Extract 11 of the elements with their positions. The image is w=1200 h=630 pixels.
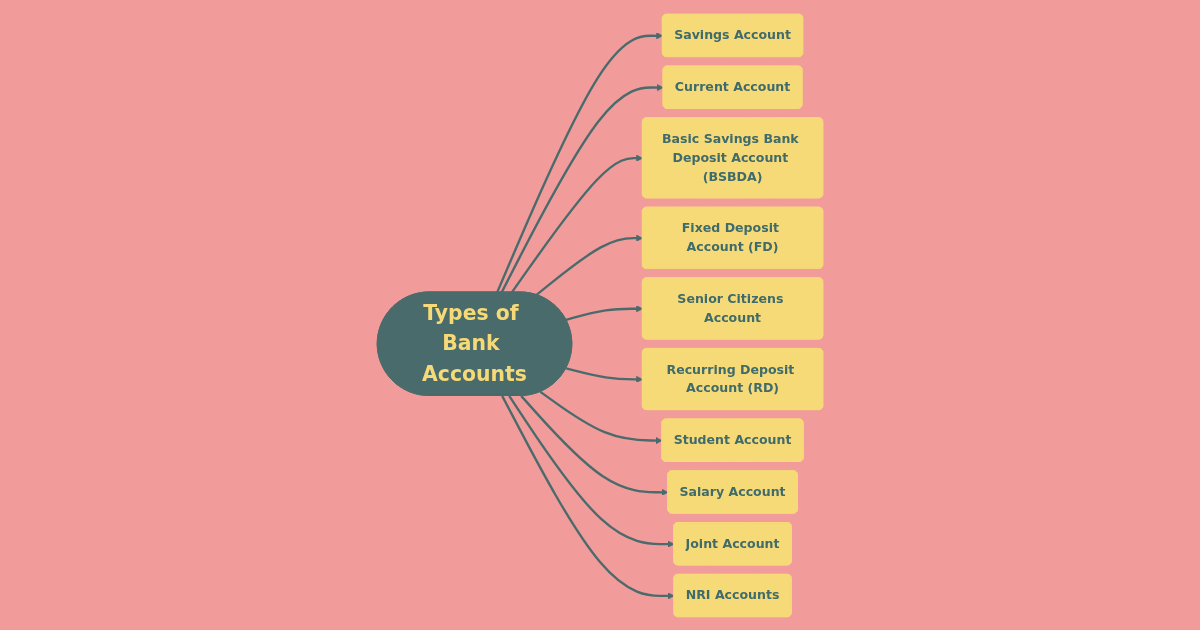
arrow	[508, 394, 675, 548]
arrow	[510, 154, 644, 293]
arrow	[500, 83, 664, 293]
arrow	[501, 394, 675, 599]
mind-map-diagram: Types of Bank Accounts Savings Account Current Account Basic Savings Bank Deposit Account (BSBDA) Fixed Deposit Account (FD) Senior Citizens Account Recurring Deposit Account (RD) Student Account Salary Account Joint Account NRI Accounts	[370, 7, 829, 623]
arrow	[496, 31, 664, 293]
arrow	[535, 234, 644, 296]
arrow	[539, 390, 663, 444]
arrow	[520, 394, 669, 496]
arrow	[565, 304, 644, 321]
arrow	[565, 366, 644, 383]
